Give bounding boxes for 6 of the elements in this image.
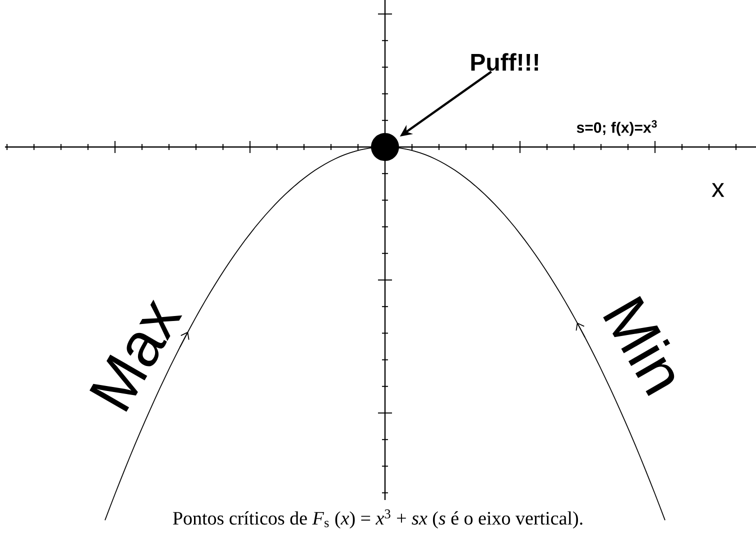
exclamation-text: Puff!!!: [471, 53, 538, 71]
axis-label: x: [712, 183, 724, 197]
branch-label: Min: [603, 296, 674, 396]
caption: Pontos críticos de F$_{s}$ (x) = x$^{3}$ + sx (s é o eixo vertical).: [173, 509, 582, 529]
critical-point-dot: [371, 133, 399, 161]
function-label: s=0; f(x)=x$^{3}$: [576, 120, 657, 136]
